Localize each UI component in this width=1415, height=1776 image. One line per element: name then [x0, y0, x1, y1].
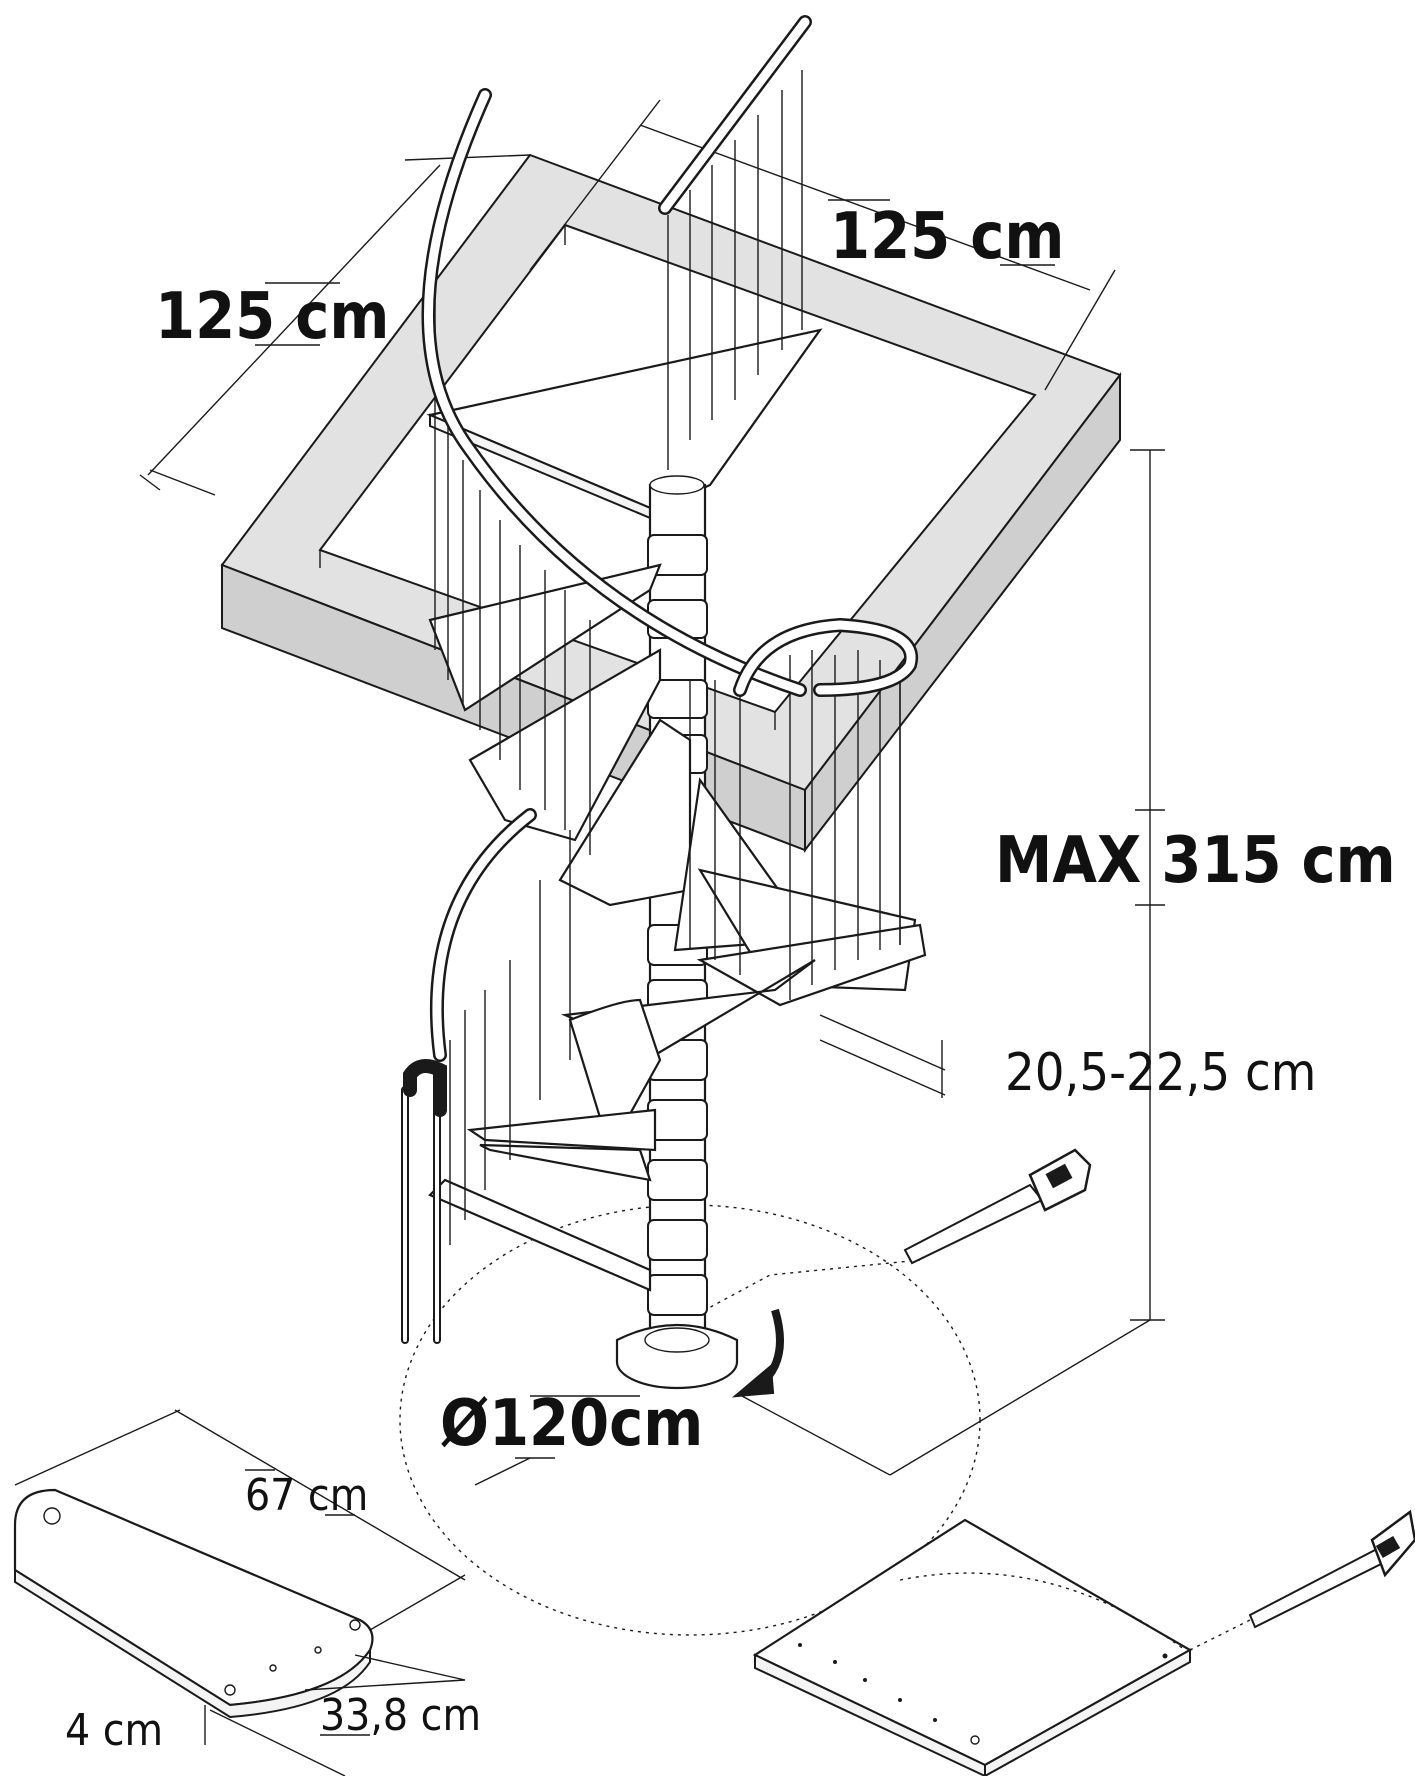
hand-saw-icon — [903, 1148, 1092, 1265]
tread-width-label: 33,8 cm — [320, 1690, 481, 1741]
upper-balusters-left — [434, 260, 591, 855]
dimension-labels: 125 cm 125 cm MAX 315 cm 20,5-22,5 cm Ø1… — [65, 200, 1396, 1756]
tread-thickness-label: 4 cm — [65, 1705, 163, 1756]
diameter-label: Ø120cm — [440, 1387, 703, 1461]
max-height-label: MAX 315 cm — [995, 824, 1396, 898]
tread-detail — [13, 1409, 466, 1776]
curved-arrow-icon — [731, 1308, 784, 1398]
hand-saw-icon — [1248, 1509, 1415, 1629]
upper-balusters-right — [667, 70, 803, 470]
riser-height-label: 20,5-22,5 cm — [1005, 1043, 1316, 1103]
top-landing — [426, 328, 823, 522]
lower-balusters — [401, 830, 571, 1344]
landing-plate-detail — [752, 1518, 1251, 1776]
opening-width-label: 125 cm — [830, 200, 1064, 274]
middle-balusters — [689, 650, 901, 1000]
tread-length-label: 67 cm — [245, 1470, 368, 1521]
opening-depth-label: 125 cm — [155, 280, 389, 354]
handrails — [403, 15, 919, 1117]
